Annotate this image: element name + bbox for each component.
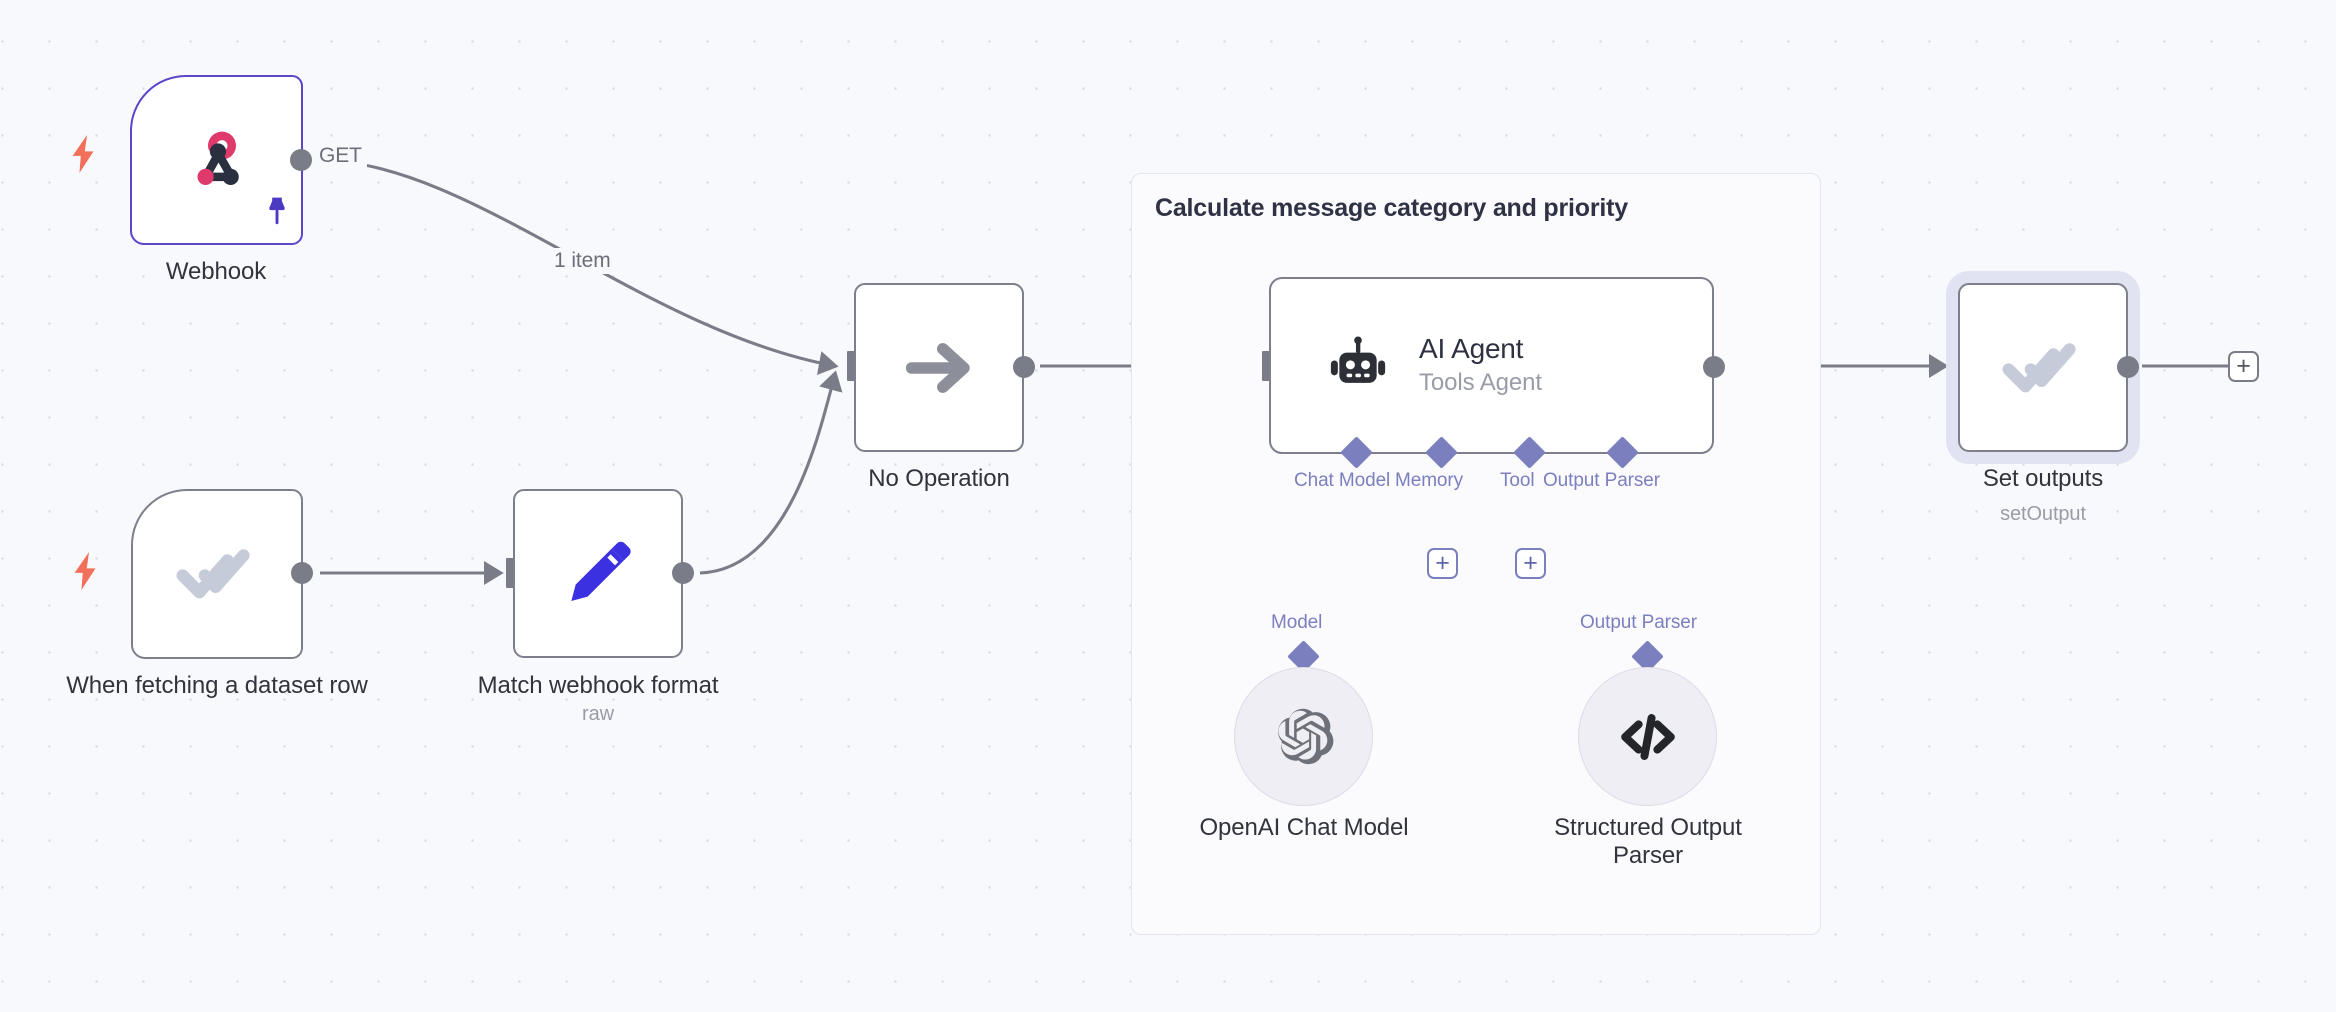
subnode-port-label-model: Model xyxy=(1271,612,1323,633)
no-operation-input-port[interactable] xyxy=(847,351,858,381)
node-label-when-fetching-dataset-row: When fetching a dataset row xyxy=(66,672,368,699)
match-webhook-output-port[interactable] xyxy=(672,562,694,584)
dataset-trigger-output-port[interactable] xyxy=(291,562,313,584)
add-memory-button[interactable]: + xyxy=(1427,548,1458,579)
openai-icon xyxy=(1271,704,1337,770)
webhook-output-port[interactable] xyxy=(290,149,312,171)
subnode-port-label-output-parser: Output Parser xyxy=(1580,612,1697,633)
pencil-icon xyxy=(558,534,638,614)
no-operation-output-port[interactable] xyxy=(1013,356,1035,378)
port-label-output-parser: Output Parser xyxy=(1543,470,1660,491)
node-when-fetching-dataset-row[interactable] xyxy=(131,489,303,659)
node-no-operation[interactable] xyxy=(854,283,1024,452)
edge-label-1-item: 1 item xyxy=(549,248,616,274)
set-outputs-output-port[interactable] xyxy=(2117,356,2139,378)
add-node-button[interactable]: + xyxy=(2228,351,2259,382)
group-title: Calculate message category and priority xyxy=(1155,194,1628,222)
double-check-icon xyxy=(174,531,260,617)
double-check-icon xyxy=(2000,325,2086,411)
ai-agent-output-port[interactable] xyxy=(1703,356,1725,378)
node-match-webhook-format[interactable] xyxy=(513,489,683,658)
lightning-bolt-icon-webhook xyxy=(70,135,98,178)
node-label-structured-output-parser: Structured Output Parser xyxy=(1554,814,1742,870)
node-label-no-operation: No Operation xyxy=(868,465,1010,492)
node-label-openai-chat-model: OpenAI Chat Model xyxy=(1199,814,1409,841)
lightning-bolt-icon-dataset xyxy=(72,552,100,595)
pin-icon[interactable] xyxy=(264,196,290,233)
node-structured-output-parser[interactable] xyxy=(1578,667,1717,806)
node-label-webhook: Webhook xyxy=(165,258,267,285)
port-label-memory: Memory xyxy=(1395,470,1464,491)
ai-agent-title: AI Agent xyxy=(1419,332,1524,364)
node-openai-chat-model[interactable] xyxy=(1234,667,1373,806)
node-sublabel-match-webhook-format: raw xyxy=(582,703,614,725)
arrow-right-icon xyxy=(898,327,980,409)
code-brackets-icon xyxy=(1615,704,1681,770)
node-label-match-webhook-format: Match webhook format xyxy=(477,672,719,699)
port-label-tool: Tool xyxy=(1500,470,1535,491)
node-webhook[interactable] xyxy=(130,75,303,245)
node-set-outputs[interactable] xyxy=(1958,283,2128,452)
ai-agent-subtitle: Tools Agent xyxy=(1419,369,1542,396)
node-sublabel-set-outputs: setOutput xyxy=(2000,503,2086,525)
webhook-output-label: GET xyxy=(314,143,367,169)
ai-agent-input-port[interactable] xyxy=(1262,351,1273,381)
set-outputs-input-port[interactable] xyxy=(1951,351,1962,381)
node-ai-agent[interactable]: AI Agent Tools Agent xyxy=(1269,277,1714,454)
webhook-icon xyxy=(178,121,256,199)
robot-icon xyxy=(1323,331,1393,401)
match-webhook-input-port[interactable] xyxy=(506,558,517,588)
node-label-set-outputs: Set outputs xyxy=(1982,465,2104,492)
add-tool-button[interactable]: + xyxy=(1515,548,1546,579)
port-label-chat-model: Chat Model xyxy=(1294,470,1391,491)
